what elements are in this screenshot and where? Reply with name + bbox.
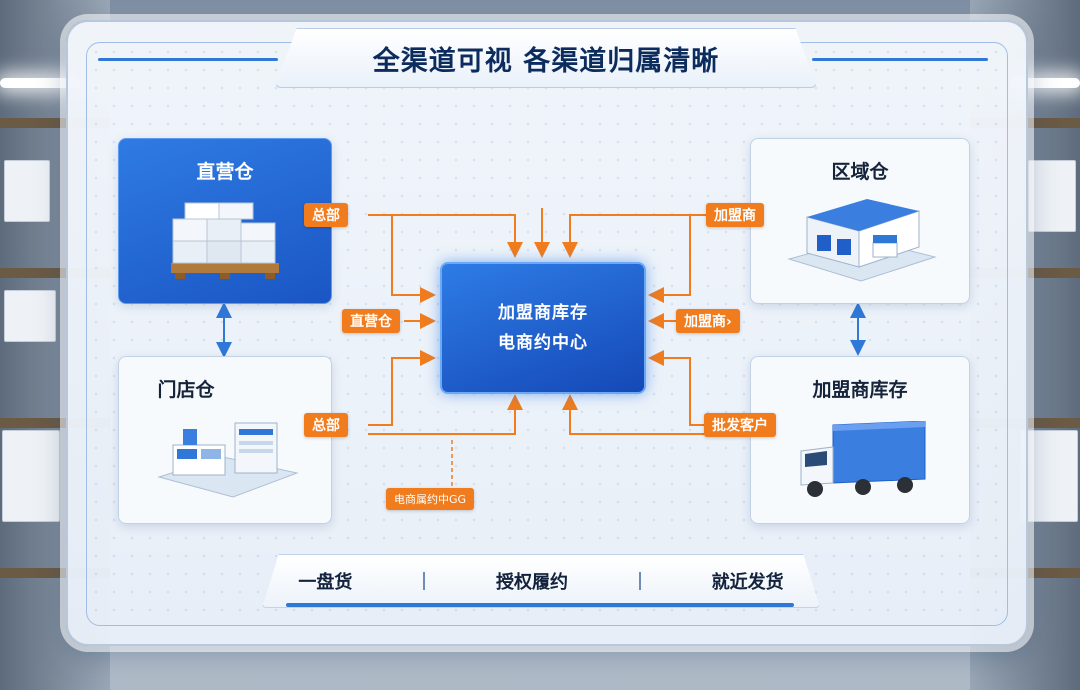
card-title: 门店仓 xyxy=(157,379,215,401)
title-line-left xyxy=(98,58,278,61)
divider xyxy=(638,572,641,590)
feature-one-stock: 一盘货 xyxy=(298,572,353,593)
tag-hq-bottom: 总部 xyxy=(304,413,348,437)
storage-box xyxy=(4,160,50,222)
hub-line-1: 加盟商库存 xyxy=(498,303,588,323)
tag-ecommerce: 电商属约中GG xyxy=(386,488,475,510)
tag-direct-warehouse: 直营仓 xyxy=(342,309,400,333)
card-title: 加盟商库存 xyxy=(812,379,908,401)
tag-franchisee-mid: 加盟商› xyxy=(676,309,740,333)
storage-box xyxy=(1028,160,1076,232)
divider xyxy=(423,572,426,590)
fulfillment-hub[interactable]: 加盟商库存 电商约中心 xyxy=(440,262,646,394)
tag-wholesale: 批发客户 xyxy=(704,413,776,437)
bottom-underline xyxy=(286,603,794,607)
storage-box xyxy=(1020,430,1078,522)
direct-warehouse-card[interactable]: 直营仓 xyxy=(118,138,332,304)
tag-franchisee-top: 加盟商 xyxy=(706,203,764,227)
ceiling-light-left xyxy=(0,78,80,88)
store-warehouse-card[interactable]: 门店仓 xyxy=(118,356,332,524)
page-title: 全渠道可视 各渠道归属清晰 xyxy=(372,45,720,77)
feature-nearby-shipping: 就近发货 xyxy=(711,572,784,593)
title-banner: 全渠道可视 各渠道归属清晰 xyxy=(275,28,817,88)
card-title: 区域仓 xyxy=(831,161,889,183)
bottom-features-bar: 一盘货 授权履约 就近发货 xyxy=(262,554,820,608)
feature-authorized-fulfillment: 授权履约 xyxy=(495,572,568,593)
card-title: 直营仓 xyxy=(196,161,254,183)
hub-line-2: 电商约中心 xyxy=(498,333,588,353)
delivery-truck-icon xyxy=(800,421,926,497)
pallet-boxes-icon xyxy=(171,202,279,279)
regional-warehouse-card[interactable]: 区域仓 xyxy=(750,138,970,304)
store-counter-icon xyxy=(157,422,299,498)
storage-box xyxy=(2,430,60,522)
warehouse-building-icon xyxy=(787,199,937,282)
franchise-inventory-card[interactable]: 加盟商库存 xyxy=(750,356,970,524)
title-line-right xyxy=(812,58,988,61)
ceiling-light-right xyxy=(1010,78,1080,88)
storage-box xyxy=(4,290,56,342)
tag-hq-top: 总部 xyxy=(304,203,348,227)
